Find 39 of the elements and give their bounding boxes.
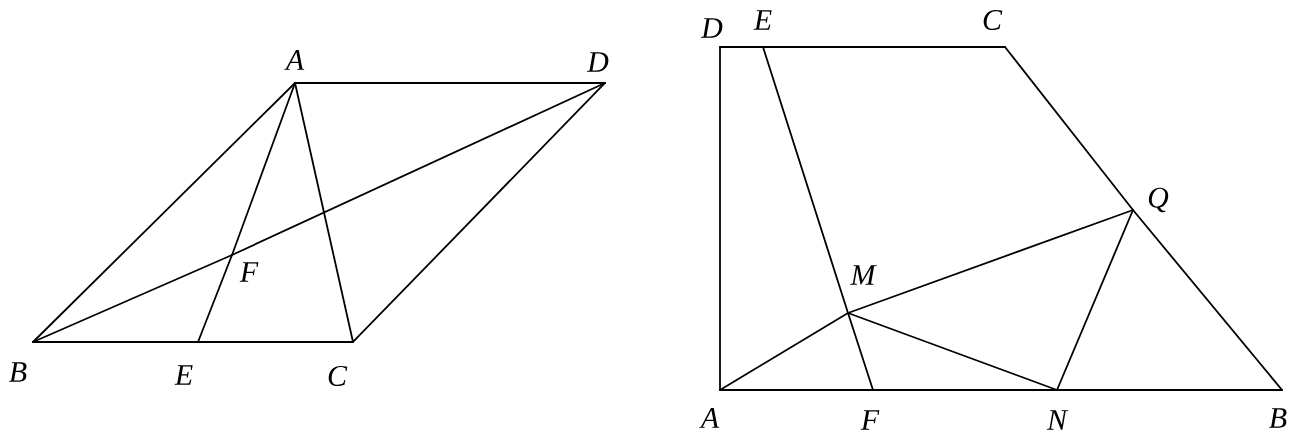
line-segment bbox=[197, 341, 354, 343]
point-label: E bbox=[174, 365, 193, 385]
line-segment bbox=[32, 341, 199, 343]
line-segment bbox=[32, 82, 296, 343]
point-label: F bbox=[239, 262, 259, 282]
point-label: C bbox=[328, 365, 348, 387]
point-label: F bbox=[860, 410, 880, 430]
line-segment bbox=[762, 46, 1006, 48]
line-segment bbox=[762, 46, 849, 314]
point-label: A bbox=[699, 408, 720, 428]
line-segment bbox=[294, 82, 354, 343]
line-segment bbox=[719, 46, 721, 391]
line-segment bbox=[719, 312, 849, 391]
point-label: M bbox=[850, 265, 877, 285]
line-segment bbox=[231, 82, 296, 256]
line-segment bbox=[872, 389, 1058, 391]
line-segment bbox=[847, 312, 1058, 391]
point-label: D bbox=[586, 52, 609, 72]
point-label: D bbox=[700, 18, 723, 38]
point-label: Q bbox=[1148, 187, 1169, 213]
line-segment bbox=[294, 82, 606, 84]
line-segment bbox=[32, 254, 233, 343]
line-segment bbox=[231, 82, 606, 256]
point-label: B bbox=[9, 362, 27, 382]
line-segment bbox=[1004, 46, 1134, 211]
line-segment bbox=[719, 46, 764, 48]
line-segment bbox=[847, 209, 1134, 314]
line-segment bbox=[847, 312, 874, 391]
point-label: B bbox=[1269, 408, 1287, 428]
line-segment bbox=[1132, 209, 1283, 391]
line-segment bbox=[1056, 389, 1283, 391]
point-label: C bbox=[983, 9, 1003, 31]
line-segment bbox=[197, 254, 233, 343]
point-label: A bbox=[284, 50, 305, 70]
point-label: E bbox=[753, 10, 772, 30]
line-segment bbox=[719, 389, 874, 391]
line-segment bbox=[352, 82, 606, 343]
point-label: N bbox=[1046, 410, 1069, 430]
line-segment bbox=[1056, 209, 1134, 391]
